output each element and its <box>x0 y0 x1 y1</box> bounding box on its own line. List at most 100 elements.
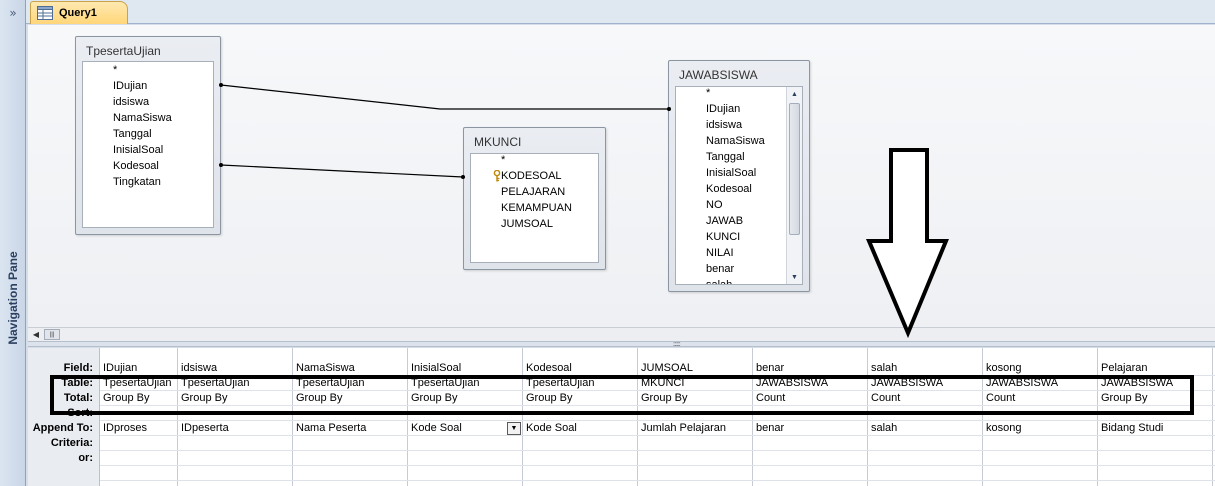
field-cell[interactable]: benar <box>756 362 785 374</box>
field-item[interactable]: IDujian <box>706 103 741 115</box>
field-item[interactable]: KUNCI <box>706 231 741 243</box>
field-item[interactable]: Kodesoal <box>706 183 752 195</box>
nav-pane-toggle-button[interactable]: » <box>9 6 17 20</box>
table-cell[interactable]: TpesertaUjian <box>296 377 365 389</box>
tab-query1[interactable]: Query1 <box>30 1 128 24</box>
field-item[interactable]: JAWAB <box>706 215 744 227</box>
field-cell[interactable]: idsiswa <box>181 362 218 374</box>
field-items: * IDujian idsiswa NamaSiswa Tanggal Inis… <box>676 87 765 285</box>
scroll-thumb[interactable]: ||| <box>44 329 60 340</box>
table-tpesertaujian[interactable]: TpesertaUjian * IDujian idsiswa NamaSisw… <box>75 36 221 235</box>
append-to-cell[interactable]: Kode Soal <box>526 422 577 434</box>
field-item[interactable]: IDujian <box>113 80 148 92</box>
table-cell[interactable]: JAWABSISWA <box>756 377 829 389</box>
field-item[interactable]: * <box>113 64 118 76</box>
field-item[interactable]: NamaSiswa <box>706 135 765 147</box>
field-item[interactable]: benar <box>706 263 735 275</box>
scroll-up-arrow-icon[interactable]: ▲ <box>791 90 798 98</box>
field-item[interactable]: PELAJARAN <box>501 186 566 198</box>
append-to-cell[interactable]: salah <box>871 422 898 434</box>
field-item[interactable]: Tanggal <box>113 128 152 140</box>
append-to-cell[interactable]: Bidang Studi <box>1101 422 1164 434</box>
field-item[interactable]: KEMAMPUAN <box>501 202 572 214</box>
table-jawabsiswa[interactable]: JAWABSISWA * IDujian idsiswa NamaSiswa T… <box>668 60 810 292</box>
field-cell[interactable]: IDujian <box>103 362 138 374</box>
table-cell[interactable]: JAWABSISWA <box>1101 377 1174 389</box>
row-label-criteria: Criteria: <box>50 437 93 449</box>
scroll-thumb[interactable] <box>789 103 800 235</box>
total-cell[interactable]: Count <box>756 392 786 404</box>
pane-splitter[interactable]: :::::::::: <box>28 341 1215 348</box>
total-cell[interactable]: Group By <box>641 392 688 404</box>
field-items: * KODESOAL PELAJARAN KEMAMPUAN JUMSOAL <box>471 154 572 232</box>
field-cell[interactable]: JUMSOAL <box>641 362 693 374</box>
field-item[interactable]: InisialSoal <box>706 167 757 179</box>
design-area-scrollbar[interactable]: ◀ ||| <box>28 327 1215 341</box>
total-cell[interactable]: Group By <box>526 392 573 404</box>
table-cell[interactable]: TpesertaUjian <box>411 377 480 389</box>
scroll-left-arrow-icon[interactable]: ◀ <box>32 330 40 339</box>
table-cell[interactable]: JAWABSISWA <box>986 377 1059 389</box>
total-cell[interactable]: Group By <box>411 392 458 404</box>
table-cell[interactable]: JAWABSISWA <box>871 377 944 389</box>
table-cell[interactable]: TpesertaUjian <box>181 377 250 389</box>
field-list-scrollbar[interactable]: ▲ ▼ <box>786 87 802 284</box>
field-cell[interactable]: salah <box>871 362 898 374</box>
table-mkunci[interactable]: MKUNCI * KODESOAL PELAJARAN KEMAMPUAN JU… <box>463 127 606 270</box>
field-item-primary-key[interactable]: KODESOAL <box>471 168 572 184</box>
field-item[interactable]: * <box>706 87 711 99</box>
field-item[interactable]: NamaSiswa <box>113 112 172 124</box>
scroll-down-arrow-icon[interactable]: ▼ <box>791 273 798 281</box>
table-cell[interactable]: TpesertaUjian <box>526 377 595 389</box>
table-title: MKUNCI <box>474 135 522 149</box>
row-label-field: Field: <box>63 362 93 374</box>
total-cell[interactable]: Group By <box>296 392 343 404</box>
append-to-cell[interactable]: benar <box>756 422 785 434</box>
field-item[interactable]: InisialSoal <box>113 144 164 156</box>
field-item[interactable]: Tanggal <box>706 151 745 163</box>
field-cell[interactable]: kosong <box>986 362 1022 374</box>
total-cell[interactable]: Group By <box>103 392 150 404</box>
field-item[interactable]: * <box>501 154 506 166</box>
field-cell[interactable]: NamaSiswa <box>296 362 355 374</box>
total-cell[interactable]: Count <box>871 392 901 404</box>
field-cell[interactable]: Pelajaran <box>1101 362 1148 374</box>
field-item[interactable]: idsiswa <box>706 119 743 131</box>
table-cell[interactable]: TpesertaUjian <box>103 377 172 389</box>
field-item[interactable]: salah <box>706 279 733 285</box>
field-list: * IDujian idsiswa NamaSiswa Tanggal Inis… <box>82 61 214 228</box>
field-cell[interactable]: Kodesoal <box>526 362 572 374</box>
field-item[interactable]: Tingkatan <box>113 176 161 188</box>
append-to-cell[interactable]: Nama Peserta <box>296 422 367 434</box>
field-item[interactable]: JUMSOAL <box>501 218 553 230</box>
query-design-grid: Field: Table: Total: Sort: Append To: Cr… <box>28 348 1215 486</box>
total-cell[interactable]: Group By <box>181 392 228 404</box>
field-item[interactable]: NILAI <box>706 247 734 259</box>
append-to-cell[interactable]: Jumlah Pelajaran <box>641 422 726 434</box>
append-to-cell[interactable]: Kode Soal <box>411 422 462 434</box>
append-to-cell[interactable]: kosong <box>986 422 1022 434</box>
dropdown-arrow-icon[interactable]: ▼ <box>507 422 521 435</box>
table-cell[interactable]: MKUNCI <box>641 377 685 389</box>
field-item[interactable]: Kodesoal <box>113 160 159 172</box>
append-to-cell[interactable]: IDpeserta <box>181 422 229 434</box>
total-cell[interactable]: Group By <box>1101 392 1148 404</box>
total-cell[interactable]: Count <box>986 392 1016 404</box>
append-to-cell[interactable]: IDproses <box>103 422 148 434</box>
field-cell[interactable]: InisialSoal <box>411 362 462 374</box>
field-item[interactable]: idsiswa <box>113 96 150 108</box>
field-item[interactable]: NO <box>706 199 723 211</box>
row-label-or: or: <box>78 452 93 464</box>
field-list: * KODESOAL PELAJARAN KEMAMPUAN JUMSOAL <box>470 153 599 263</box>
grid-column[interactable]: JUMSOAL MKUNCI Group By Jumlah Pelajaran <box>638 348 753 486</box>
nav-pane-label[interactable]: Navigation Pane <box>6 251 20 345</box>
